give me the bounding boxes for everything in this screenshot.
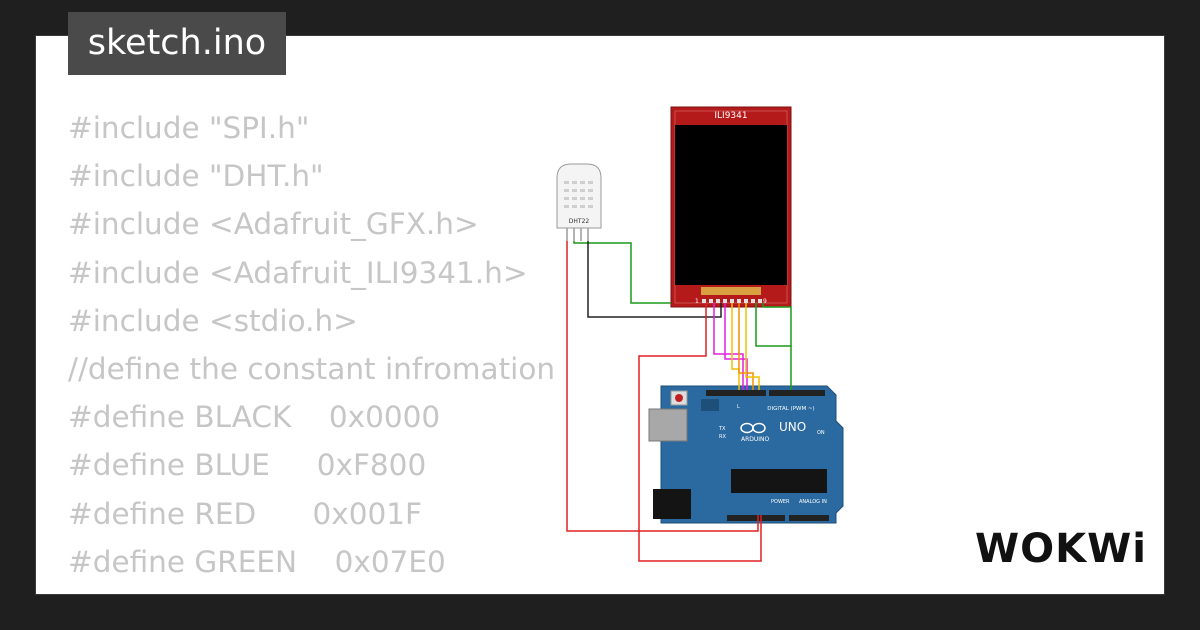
wire-lcd-vcc[interactable] [638, 303, 707, 521]
code-line: #define GREEN 0x07E0 [68, 544, 446, 579]
reset-button[interactable] [675, 394, 683, 402]
code-line: #include <Adafruit_GFX.h> [68, 207, 479, 242]
wire-green-3[interactable] [762, 303, 792, 346]
ili9341-display[interactable]: ILI9341 1 9 [670, 106, 792, 308]
display-label: ILI9341 [714, 111, 747, 121]
code-line: #include "DHT.h" [68, 159, 324, 194]
code-line: #define BLACK 0x0000 [68, 400, 441, 435]
code-listing: #include "SPI.h" #include "DHT.h" #inclu… [68, 104, 556, 594]
wires [566, 241, 792, 562]
atmega-chip [731, 469, 827, 493]
wire-vcc-return[interactable] [638, 515, 762, 562]
on-led-label: ON [817, 430, 825, 436]
wire-dht-gnd[interactable] [587, 241, 722, 318]
digital-pins-label: DIGITAL (PWM ~) [767, 406, 814, 412]
code-line: #define CYAN 0x07FF [68, 586, 555, 594]
arduino-uno-board[interactable]: DIGITAL (PWM ~) L TX RX UNO ARDUINO ON P… [648, 385, 844, 524]
dht22-sensor[interactable]: DHT22 [556, 163, 602, 241]
power-pins-label: POWER [771, 499, 790, 505]
led-l-label: L [737, 404, 740, 410]
usb-port [648, 408, 688, 442]
display-pin-last-label: 9 [763, 298, 767, 305]
code-line: #include "SPI.h" [68, 111, 310, 145]
wire-yellow-1[interactable] [731, 303, 740, 390]
dht22-label: DHT22 [569, 218, 590, 225]
power-jack [653, 489, 691, 519]
wire-dht-data[interactable] [573, 241, 671, 304]
file-tab[interactable]: sketch.ino [68, 12, 286, 75]
display-screen [675, 125, 787, 285]
wire-yellow-2[interactable] [745, 303, 760, 390]
code-line: #include <stdio.h> [68, 303, 358, 338]
wire-magenta-1[interactable] [713, 303, 744, 390]
code-line: #define RED 0x001F [68, 496, 423, 531]
circuit-diagram: DHT22 ILI9341 1 9 [556, 106, 844, 562]
preview-panel: #include "SPI.h" #include "DHT.h" #inclu… [35, 35, 1165, 595]
rx-label: RX [719, 434, 726, 440]
display-pin-first-label: 1 [695, 298, 699, 305]
code-line: #include <Adafruit_ILI9341.h> [68, 255, 528, 290]
infinity-logo-icon [740, 422, 766, 434]
code-line: #define BLUE 0xF800 [68, 448, 427, 483]
board-name: UNO [779, 420, 806, 434]
analog-pins-label: ANALOG IN [799, 499, 827, 505]
tx-label: TX [718, 426, 726, 432]
wokwi-logo: WOKWi [975, 526, 1147, 572]
wire-dht-vcc[interactable] [566, 241, 759, 532]
brand-label: ARDUINO [741, 436, 770, 443]
wire-magenta-2[interactable] [724, 303, 748, 390]
wire-green-2[interactable] [755, 303, 792, 390]
code-line: //define the constant infromation [68, 351, 556, 386]
